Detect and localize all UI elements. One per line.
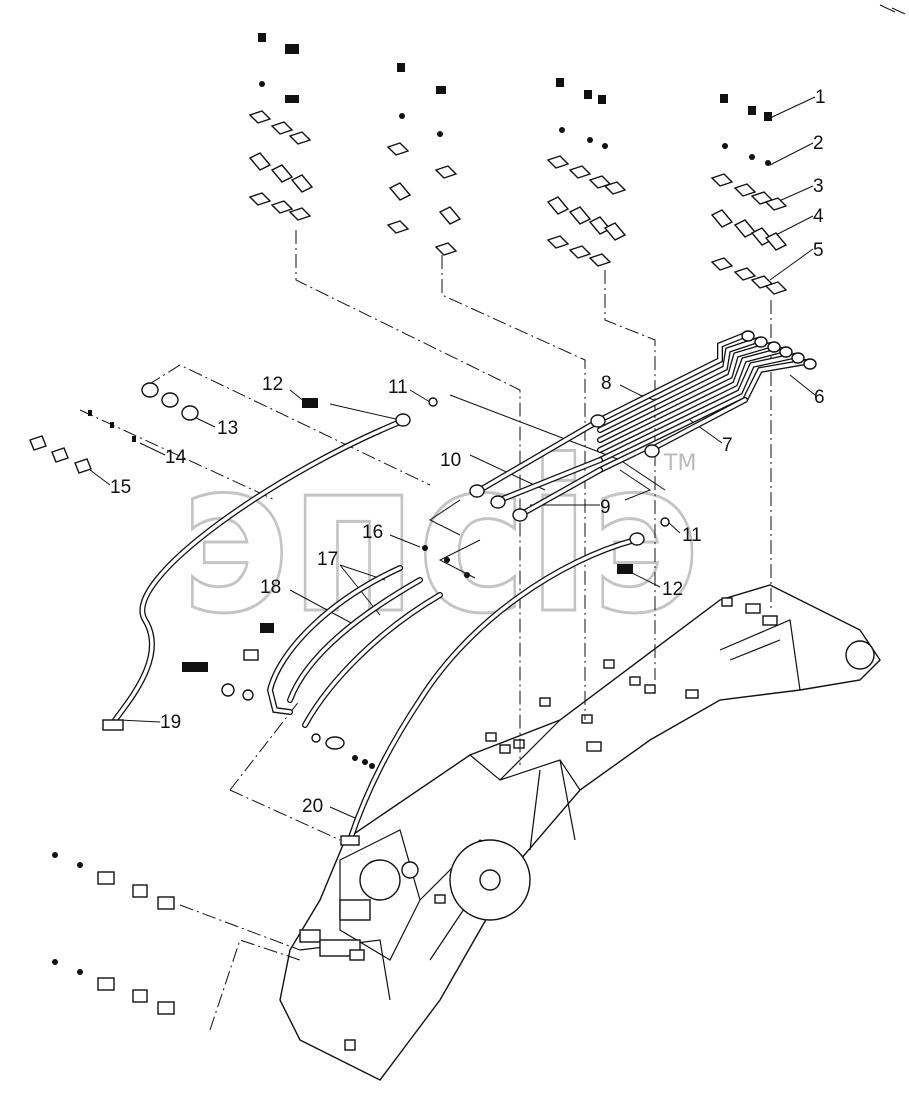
fitting-column-1: [248, 33, 314, 221]
callout-17: 17: [317, 549, 338, 570]
left-fittings: [29, 382, 670, 578]
callout-labels: 1 2 3 4 5 6 7 8 9 10 11 12 13 14 15 16 1…: [110, 87, 826, 817]
fitting-column-2: [386, 63, 462, 256]
callout-6: 6: [814, 387, 825, 408]
callout-15: 15: [110, 477, 131, 498]
fitting-column-3: [546, 78, 627, 267]
callout-10: 10: [440, 450, 461, 471]
fitting-column-4: [710, 94, 788, 295]
callout-20: 20: [302, 796, 323, 817]
corner-mark-icon: [879, 4, 906, 15]
assembly-centerlines: [179, 230, 772, 1031]
callout-12b: 12: [662, 579, 683, 600]
callout-7: 7: [722, 435, 733, 456]
callout-14: 14: [165, 447, 187, 468]
callout-19: 19: [160, 712, 181, 733]
callout-9: 9: [600, 497, 611, 518]
callout-4: 4: [813, 206, 824, 227]
watermark-tm: TM: [663, 451, 696, 476]
callout-1: 1: [815, 87, 826, 108]
callout-8: 8: [601, 373, 612, 394]
callout-2: 2: [813, 133, 824, 154]
callout-18: 18: [260, 577, 281, 598]
hose-bundle: [469, 330, 817, 522]
callout-11a: 11: [388, 377, 408, 398]
lower-fittings: [52, 623, 375, 1015]
boom-structure: [279, 584, 881, 1081]
callout-16: 16: [362, 522, 383, 543]
callout-11b: 11: [682, 525, 702, 546]
callout-13: 13: [217, 418, 238, 439]
callout-12a: 12: [262, 374, 283, 395]
callout-5: 5: [813, 240, 824, 261]
long-hoses: [102, 413, 645, 846]
callout-3: 3: [813, 176, 824, 197]
